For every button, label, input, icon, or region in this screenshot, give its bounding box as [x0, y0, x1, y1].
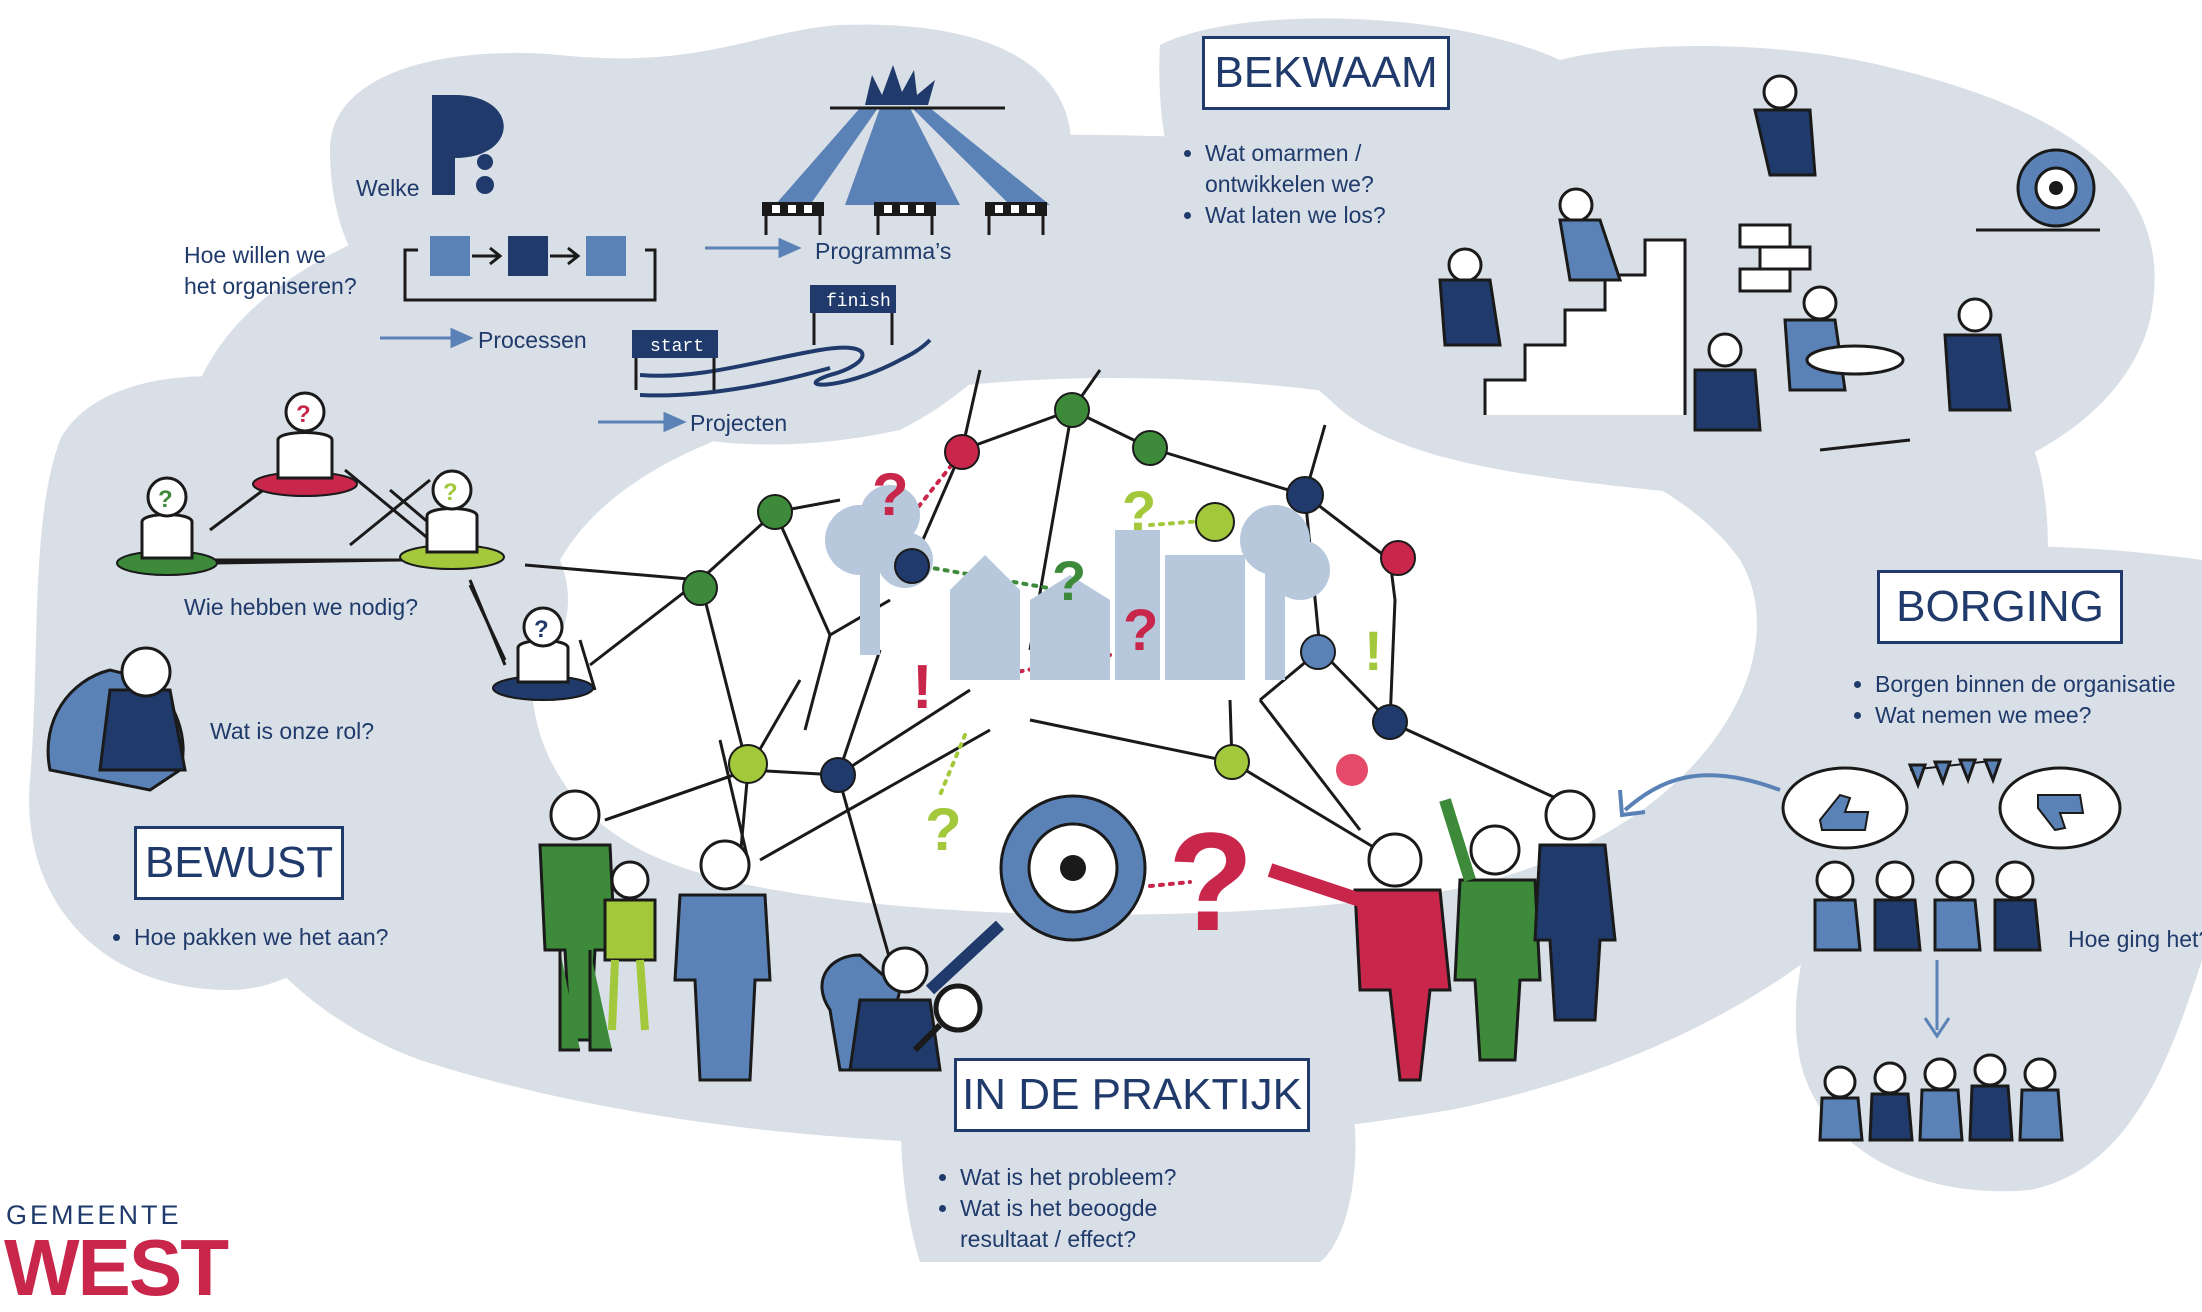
praktijk-bullet: Wat is het probleem? — [960, 1162, 1176, 1193]
node-navy — [894, 548, 930, 584]
barrier — [874, 202, 936, 235]
praktijk-title: IN DE PRAKTIJK — [954, 1058, 1310, 1132]
magnifier-person — [820, 920, 1005, 1072]
thumbs-up-icon — [1818, 793, 1870, 831]
team-triangle: ? ? ? ? — [116, 391, 594, 701]
node-green — [1054, 392, 1090, 428]
borging-title: BORGING — [1877, 570, 2123, 644]
svg-text:?: ? — [534, 616, 549, 643]
person-on-disc: ? — [116, 476, 218, 576]
praktijk-bullet: resultaat / effect? — [960, 1226, 1137, 1252]
logo-west: WEST — [4, 1223, 229, 1312]
network-nodes — [682, 392, 1416, 793]
people-group-left — [538, 789, 772, 1082]
finish-label: finish — [826, 292, 891, 312]
letter-p-icon — [432, 95, 504, 195]
praktijk-bullets: Wat is het probleem? Wat is het beoogde … — [938, 1162, 1176, 1255]
node-navy — [1372, 704, 1408, 740]
node-green — [1132, 430, 1168, 466]
node-green — [682, 570, 718, 606]
node-lime — [728, 744, 768, 784]
sunburst-icon — [762, 65, 1050, 235]
flag-garland-icon — [1907, 758, 2003, 790]
question-mark-icon: ? — [1168, 803, 1254, 960]
target-icon — [1976, 148, 2100, 232]
marks: ? ? ? ? ? ? ! ! — [872, 461, 1383, 960]
bewust-title: BEWUST — [134, 826, 344, 900]
question-mark-icon: ? — [1122, 479, 1156, 542]
person-on-disc: ? — [252, 391, 358, 497]
bekwaam-bullet: Wat laten we los? — [1205, 200, 1386, 231]
bewust-bullets: Hoe pakken we het aan? — [112, 922, 388, 953]
thumbs-down-icon — [2037, 794, 2085, 832]
question-mark-icon: ? — [872, 461, 909, 528]
node-blue — [1300, 634, 1336, 670]
praktijk-bullet: Wat is het beoogde — [960, 1193, 1176, 1224]
node-red — [1380, 540, 1416, 576]
svg-text:?: ? — [296, 401, 311, 428]
programmas-label: Programma’s — [815, 238, 952, 264]
target-icon — [999, 794, 1147, 942]
node-lime — [1214, 744, 1250, 780]
bekwaam-bullet: Wat omarmen / — [1205, 138, 1386, 169]
label-arrows — [380, 237, 802, 433]
borging-bullet: Borgen binnen de organisatie — [1875, 669, 2176, 700]
exclamation-mark-icon: ! — [1364, 619, 1383, 682]
start-label: start — [650, 337, 704, 357]
node-navy — [820, 757, 856, 793]
borging-bullet: Wat nemen we mee? — [1875, 700, 2176, 731]
question-mark-icon: ? — [1123, 598, 1158, 663]
our-role-label: Wat is onze rol? — [210, 718, 375, 744]
question-mark-icon: ? — [1052, 549, 1086, 612]
exclamation-mark-icon: ! — [912, 653, 933, 722]
person-on-disc: ? — [399, 469, 505, 570]
thinking-person — [46, 646, 187, 792]
organize-question-line1: Hoe willen we — [184, 242, 326, 268]
projecten-label: Projecten — [690, 410, 788, 436]
node-red — [944, 434, 980, 470]
cheering-group-bottom — [1818, 1053, 2064, 1142]
node-green — [757, 494, 793, 530]
welke-label: Welke — [356, 175, 420, 201]
svg-text:?: ? — [158, 486, 173, 513]
barrier — [985, 202, 1047, 235]
node-red — [1336, 754, 1368, 786]
how-did-it-go-label: Hoe ging het? — [2068, 926, 2202, 952]
process-chain — [403, 236, 657, 302]
node-lime — [1195, 502, 1235, 542]
processen-label: Processen — [478, 327, 587, 353]
diagram-canvas: ? ? ? ? ? ? ! ! — [29, 18, 2202, 1262]
person-on-disc: ? — [492, 606, 594, 701]
logo-gemeente: GEMEENTE — [6, 1200, 182, 1230]
barrier — [762, 202, 824, 235]
organize-question-line2: het organiseren? — [184, 273, 357, 299]
people-group-right — [1267, 789, 1617, 1082]
city-skyline — [825, 485, 1330, 680]
stairs-scene — [1438, 74, 2012, 452]
who-needed-label: Wie hebben we nodig? — [184, 594, 418, 620]
question-mark-icon: ? — [925, 796, 962, 863]
borging-bullets: Borgen binnen de organisatie Wat nemen w… — [1853, 669, 2176, 731]
start-finish-road — [632, 285, 932, 398]
borging-blob — [1776, 546, 2202, 1192]
bewust-bullet: Hoe pakken we het aan? — [134, 922, 388, 953]
bekwaam-title: BEKWAAM — [1202, 36, 1450, 110]
bekwaam-bullets: Wat omarmen / ontwikkelen we? Wat laten … — [1183, 138, 1386, 231]
node-navy — [1286, 476, 1324, 514]
svg-text:?: ? — [443, 479, 458, 506]
bekwaam-bullet: ontwikkelen we? — [1205, 171, 1374, 197]
magnifier-icon — [912, 983, 983, 1053]
